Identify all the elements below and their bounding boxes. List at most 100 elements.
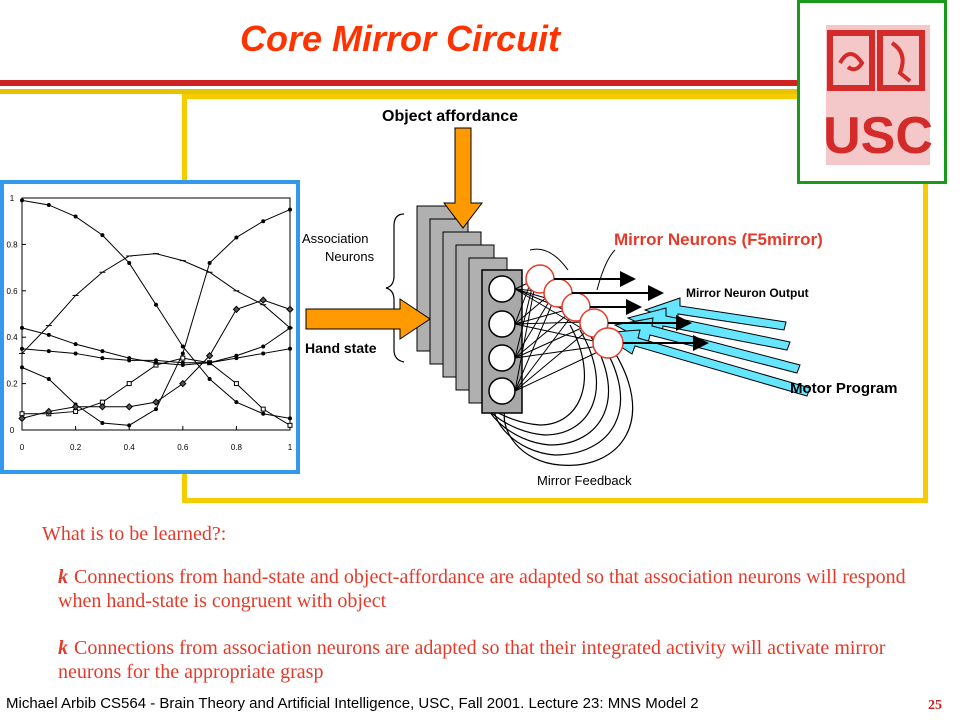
data-point [180, 344, 185, 349]
data-point [260, 406, 266, 412]
data-point [100, 233, 105, 238]
mirror-output-label: Mirror Neuron Output [686, 286, 809, 300]
data-point [288, 346, 292, 351]
data-point [234, 400, 239, 405]
footer-text: Michael Arbib CS564 - Brain Theory and A… [6, 695, 699, 712]
bullet-icon: k [58, 637, 68, 659]
y-tick-label: 0.4 [6, 333, 18, 342]
data-point [127, 356, 132, 361]
data-point [45, 407, 53, 416]
x-tick-label: 1 [288, 443, 293, 452]
title-underline-yellow [0, 89, 800, 94]
data-point [154, 360, 158, 365]
data-point [46, 332, 51, 337]
data-point [20, 365, 24, 370]
bullet-text: Connections from hand-state and object-a… [58, 566, 906, 612]
bullet-icon: k [58, 566, 68, 588]
data-point [261, 219, 266, 224]
data-point [100, 349, 105, 354]
data-point [127, 423, 132, 428]
mirror-output-arrows [554, 271, 709, 351]
data-point [180, 351, 185, 356]
slide-title: Core Mirror Circuit [240, 18, 561, 59]
data-point [259, 296, 267, 304]
data-point [46, 349, 51, 354]
series-line [21, 209, 291, 426]
y-tick-label: 0.2 [6, 380, 18, 389]
logo-text: USC [823, 107, 933, 165]
motor-program-label: Motor Program [790, 380, 898, 397]
plot-area [21, 197, 291, 431]
data-point [71, 403, 80, 411]
data-point [126, 381, 132, 387]
x-tick-label: 0.4 [124, 443, 136, 452]
data-point [234, 353, 239, 358]
x-tick-label: 0 [20, 443, 25, 452]
data-point [152, 398, 160, 406]
data-point [288, 416, 292, 421]
y-tick-label: 1 [10, 194, 15, 203]
data-point [261, 344, 266, 349]
mirror-label-pointer [596, 249, 616, 291]
mirror-neurons-label: Mirror Neurons (F5mirror) [614, 230, 823, 249]
data-point [73, 351, 78, 356]
data-point [288, 325, 292, 330]
question-text: What is to be learned?: [42, 523, 227, 545]
data-point [261, 411, 266, 416]
data-point [98, 403, 107, 411]
x-tick-label: 0.2 [70, 443, 82, 452]
mirror-feedback-label: Mirror Feedback [537, 473, 632, 488]
association-layers [416, 205, 523, 414]
data-point [207, 260, 212, 265]
data-point [73, 214, 78, 219]
data-point [234, 235, 239, 240]
data-point [100, 356, 105, 361]
data-point [180, 363, 185, 368]
neurons-label: Neurons [325, 249, 375, 264]
data-point [20, 198, 24, 203]
data-point [73, 342, 78, 347]
data-point [100, 421, 105, 426]
data-point [180, 355, 186, 361]
usc-logo: USC [797, 0, 947, 184]
data-point [18, 414, 26, 423]
association-label: Association [302, 231, 369, 246]
data-point [207, 376, 212, 381]
motor-program-arrows [598, 297, 811, 397]
data-point [46, 202, 51, 207]
data-point [127, 260, 132, 265]
hand-state-arrow [305, 298, 431, 340]
bullet-text: Connections from association neurons are… [58, 637, 886, 683]
page-number: 25 [928, 698, 942, 713]
object-affordance-label: Object affordance [382, 108, 519, 125]
data-point [205, 352, 214, 360]
y-tick-label: 0 [10, 426, 15, 435]
object-affordance-arrow [442, 127, 484, 229]
data-point [288, 207, 292, 212]
data-point [207, 360, 212, 365]
data-point [125, 403, 133, 411]
title-underline-red [0, 80, 800, 86]
data-point [154, 302, 158, 307]
data-point [232, 305, 241, 314]
activity-chart: 0 0.2 0.4 0.6 0.8 1 0 0.2 0.4 0.6 0.8 1 [0, 180, 300, 474]
hand-state-label: Hand state [305, 340, 377, 356]
y-tick-label: 0.8 [6, 240, 18, 249]
mirror-neurons [525, 264, 624, 359]
x-tick-label: 0.8 [231, 443, 243, 452]
series-line [21, 199, 291, 419]
y-tick-label: 0.6 [6, 287, 18, 296]
data-point [261, 351, 266, 356]
association-brace [385, 213, 405, 363]
chart-svg: 0 0.2 0.4 0.6 0.8 1 0 0.2 0.4 0.6 0.8 1 [6, 194, 294, 452]
association-to-mirror-connections [514, 281, 603, 392]
x-tick-label: 0.6 [177, 443, 189, 452]
data-point [286, 305, 294, 314]
logo-icon: USC [823, 25, 933, 165]
data-point [179, 379, 187, 388]
data-point [46, 376, 51, 381]
data-point [287, 422, 293, 428]
